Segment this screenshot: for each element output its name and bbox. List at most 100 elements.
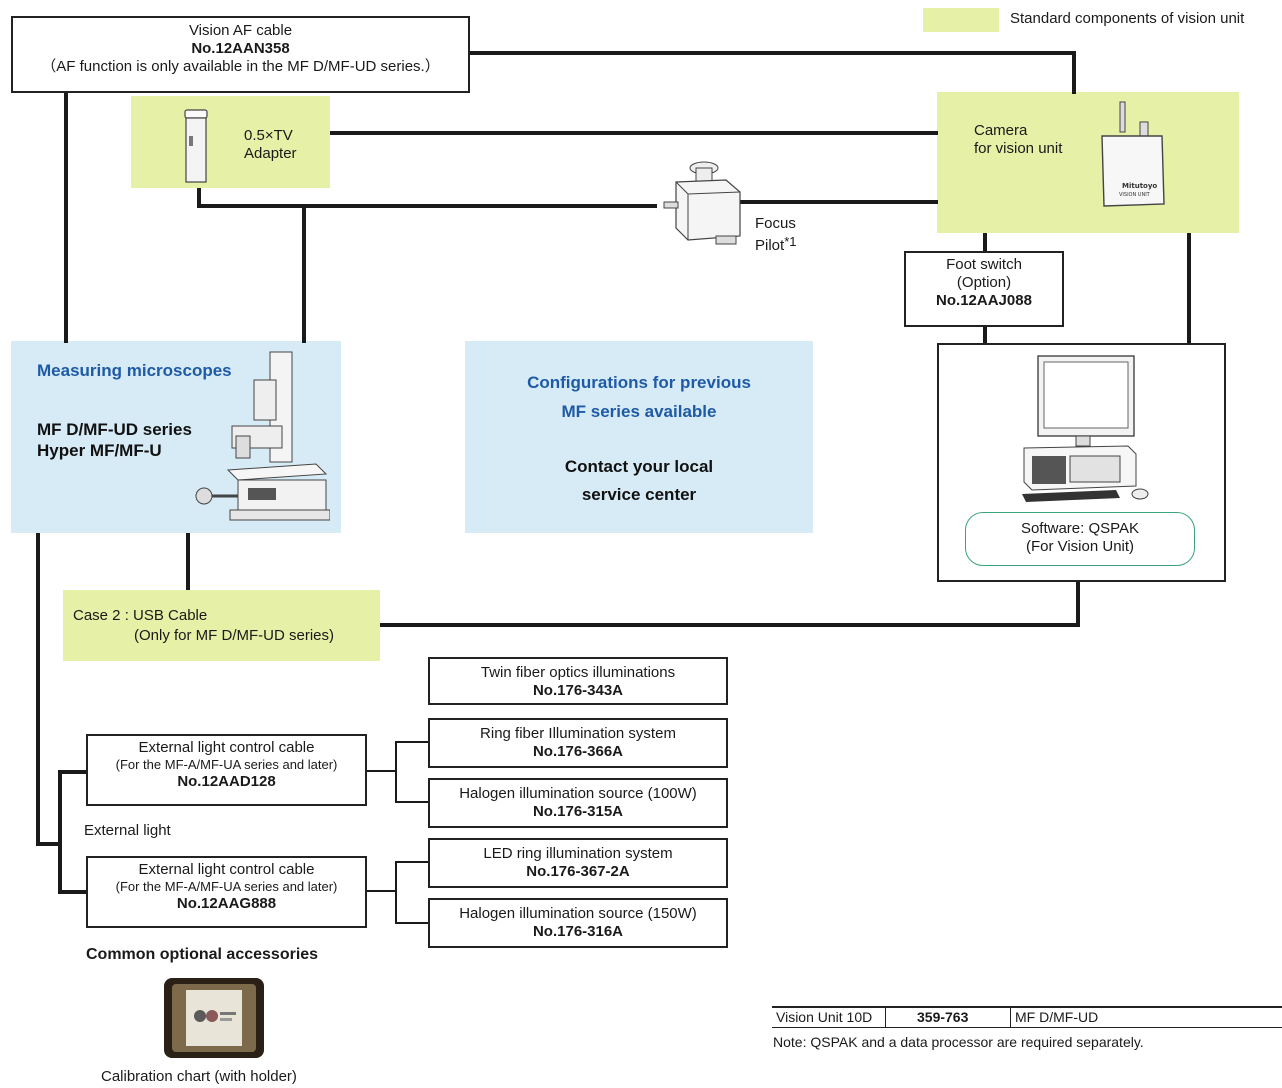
focus-pilot-name: Pilot [755,237,785,254]
ext1-bracket-h [365,770,395,772]
ring-fiber-title: Ring fiber Illumination system [480,725,676,742]
focus-camera-line [740,200,938,204]
spec-top-rule [772,1006,1282,1008]
scope-external-line [36,533,40,846]
spec-code: 359-763 [917,1009,969,1025]
led-ring-title: LED ring illumination system [483,845,673,862]
camera-brand: Mitutoyo [1122,182,1157,190]
ext-cable2-box: External light control cable (For the MF… [86,856,367,928]
focus-pilot-sup: *1 [784,234,797,249]
usb-cable-panel [63,590,380,661]
af-cable-box: Vision AF cable No.12AAN358 （AF function… [11,16,470,93]
ext-cable2-part: No.12AAG888 [176,895,277,912]
spec-note: Note: QSPAK and a data processor are req… [773,1034,1144,1050]
af-cable-line [468,51,1076,55]
accessories-caption: Calibration chart (with holder) [101,1068,297,1085]
twin-fiber-part: No.176-343A [532,682,624,699]
af-cable-note: （AF function is only available in the MF… [41,58,440,75]
halogen150-box: Halogen illumination source (150W) No.17… [428,898,728,948]
tv-adapter-line2: Adapter [244,145,297,162]
tv-adapter-panel [131,96,330,188]
ext-cable1-part: No.12AAD128 [177,773,276,790]
af-cable-title: Vision AF cable [188,22,293,39]
af-cable-part: No.12AAN358 [191,40,290,57]
previous-line2: MF series available [561,402,717,421]
halogen100-part: No.176-315A [532,803,624,820]
scope-adapter-line [302,204,306,343]
ring-fiber-part: No.176-366A [532,743,624,760]
microscopes-series1: MF D/MF-UD series [37,420,192,439]
ext1-bracket-v [395,741,397,802]
camera-pc-line [1187,233,1191,344]
microscopes-heading: Measuring microscopes [37,361,232,380]
accessories-heading: Common optional accessories [86,946,319,963]
focus-pilot-icon [663,161,741,245]
scope-usb-line [186,533,190,590]
pc-usb-drop [1076,580,1080,627]
external-branch-line [36,842,60,846]
ext-cable2-stub [58,890,88,894]
af-cable-drop [1072,51,1076,94]
camera-foot-line [983,233,987,251]
software-line1: Software: QSPAK [1020,520,1140,537]
ext-cable1-title: External light control cable [138,739,315,756]
ext1-bracket-bot [395,801,428,803]
foot-switch-part: No.12AAJ088 [936,292,1032,309]
ext-cable1-stub [58,770,88,774]
adapter-stem [197,188,201,208]
spec-divider1 [885,1006,886,1028]
usb-pc-line [380,623,1080,627]
previous-line1: Configurations for previous [527,373,751,392]
legend-swatch [923,8,999,32]
halogen100-title: Halogen illumination source (100W) [459,785,697,802]
usb-cable-line2: (Only for MF D/MF-UD series) [134,627,334,644]
previous-line3: Contact your local [564,457,714,476]
calibration-chart-icon [164,978,264,1058]
camera-model: VISION UNIT [1119,192,1151,198]
camera-line2: for vision unit [974,140,1063,157]
software-line2: (For Vision Unit) [1025,538,1135,555]
microscope-icon [195,351,330,521]
spec-name: Vision Unit 10D [776,1009,873,1025]
ring-fiber-box: Ring fiber Illumination system No.176-36… [428,718,728,768]
ext-cable2-title: External light control cable [138,861,315,878]
ext2-bracket-bot [395,922,428,924]
foot-switch-line2: (Option) [956,274,1012,291]
twin-fiber-title: Twin fiber optics illuminations [480,664,676,681]
ext2-bracket-top [395,861,428,863]
tv-adapter-icon [184,109,208,183]
tv-adapter-line1: 0.5×TV [244,127,293,144]
ext2-bracket-v [395,861,397,924]
spec-bottom-rule [772,1027,1282,1028]
legend-label: Standard components of vision unit [1010,10,1245,27]
camera-panel [937,92,1239,233]
halogen150-title: Halogen illumination source (150W) [459,905,697,922]
ext1-bracket-top [395,741,428,743]
computer-icon [1022,355,1149,502]
software-pill: Software: QSPAK (For Vision Unit) [965,512,1195,566]
camera-icon: Mitutoyo VISION UNIT [1101,101,1165,207]
external-light-label: External light [84,822,171,839]
foot-pc-line [983,326,987,344]
foot-switch-line1: Foot switch [946,256,1022,273]
camera-line1: Camera [974,122,1028,139]
spec-divider2 [1010,1006,1011,1028]
spec-series: MF D/MF-UD [1015,1009,1099,1025]
ext-cable1-box: External light control cable (For the MF… [86,734,367,806]
external-branch-vertical [58,770,62,894]
camera-label: Camera for vision unit [974,122,1062,158]
foot-switch-box: Foot switch (Option) No.12AAJ088 [904,251,1064,327]
halogen150-part: No.176-316A [532,923,624,940]
focus-pilot-label: Focus Pilot*1 [755,215,796,255]
led-ring-box: LED ring illumination system No.176-367-… [428,838,728,888]
usb-cable-line1: Case 2 : USB Cable [73,607,208,624]
microscopes-series2: Hyper MF/MF-U [37,441,162,460]
af-cable-left-drop [64,92,68,343]
adapter-camera-line [330,131,938,135]
focus-pilot-line2: Pilot*1 [755,233,796,255]
led-ring-part: No.176-367-2A [526,863,630,880]
halogen100-box: Halogen illumination source (100W) No.17… [428,778,728,828]
focus-pilot-line1: Focus [755,215,796,232]
ext2-bracket-h [365,890,395,892]
ext-cable1-note: (For the MF-A/MF-UA series and later) [115,757,338,772]
